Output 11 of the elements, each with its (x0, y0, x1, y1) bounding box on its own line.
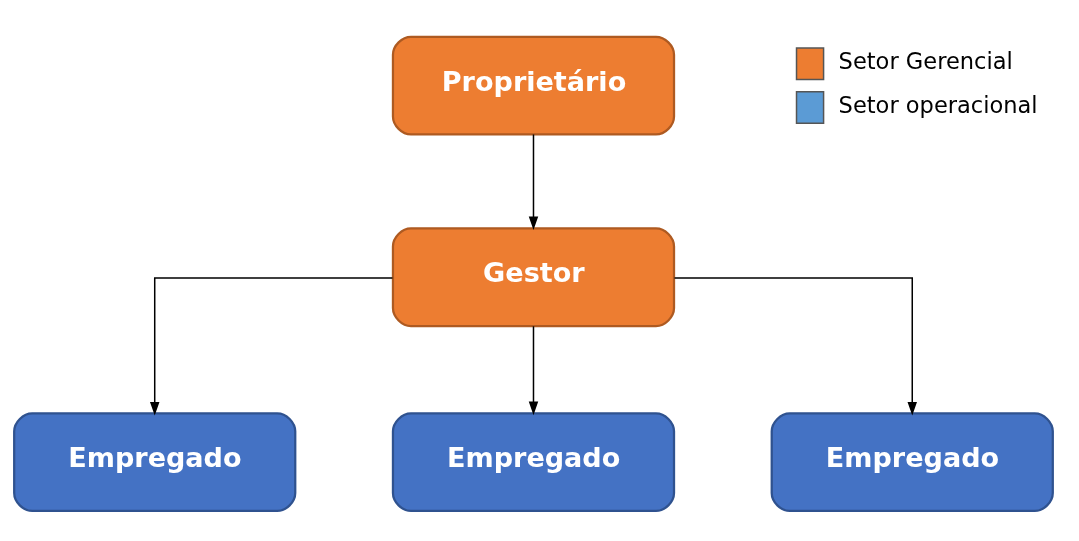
node-box: Empregado (391, 412, 676, 513)
node-box: Empregado (13, 412, 297, 513)
node-box: Proprietário (391, 35, 676, 136)
legend-label: Setor operacional (838, 91, 1038, 118)
arrow (528, 325, 539, 416)
node-box: Empregado (770, 412, 1054, 513)
arrow (528, 133, 539, 231)
arrow (150, 277, 394, 416)
node-box: Gestor (391, 227, 676, 328)
legend-label: Setor Gerencial (838, 48, 1013, 75)
arrow (673, 277, 917, 416)
